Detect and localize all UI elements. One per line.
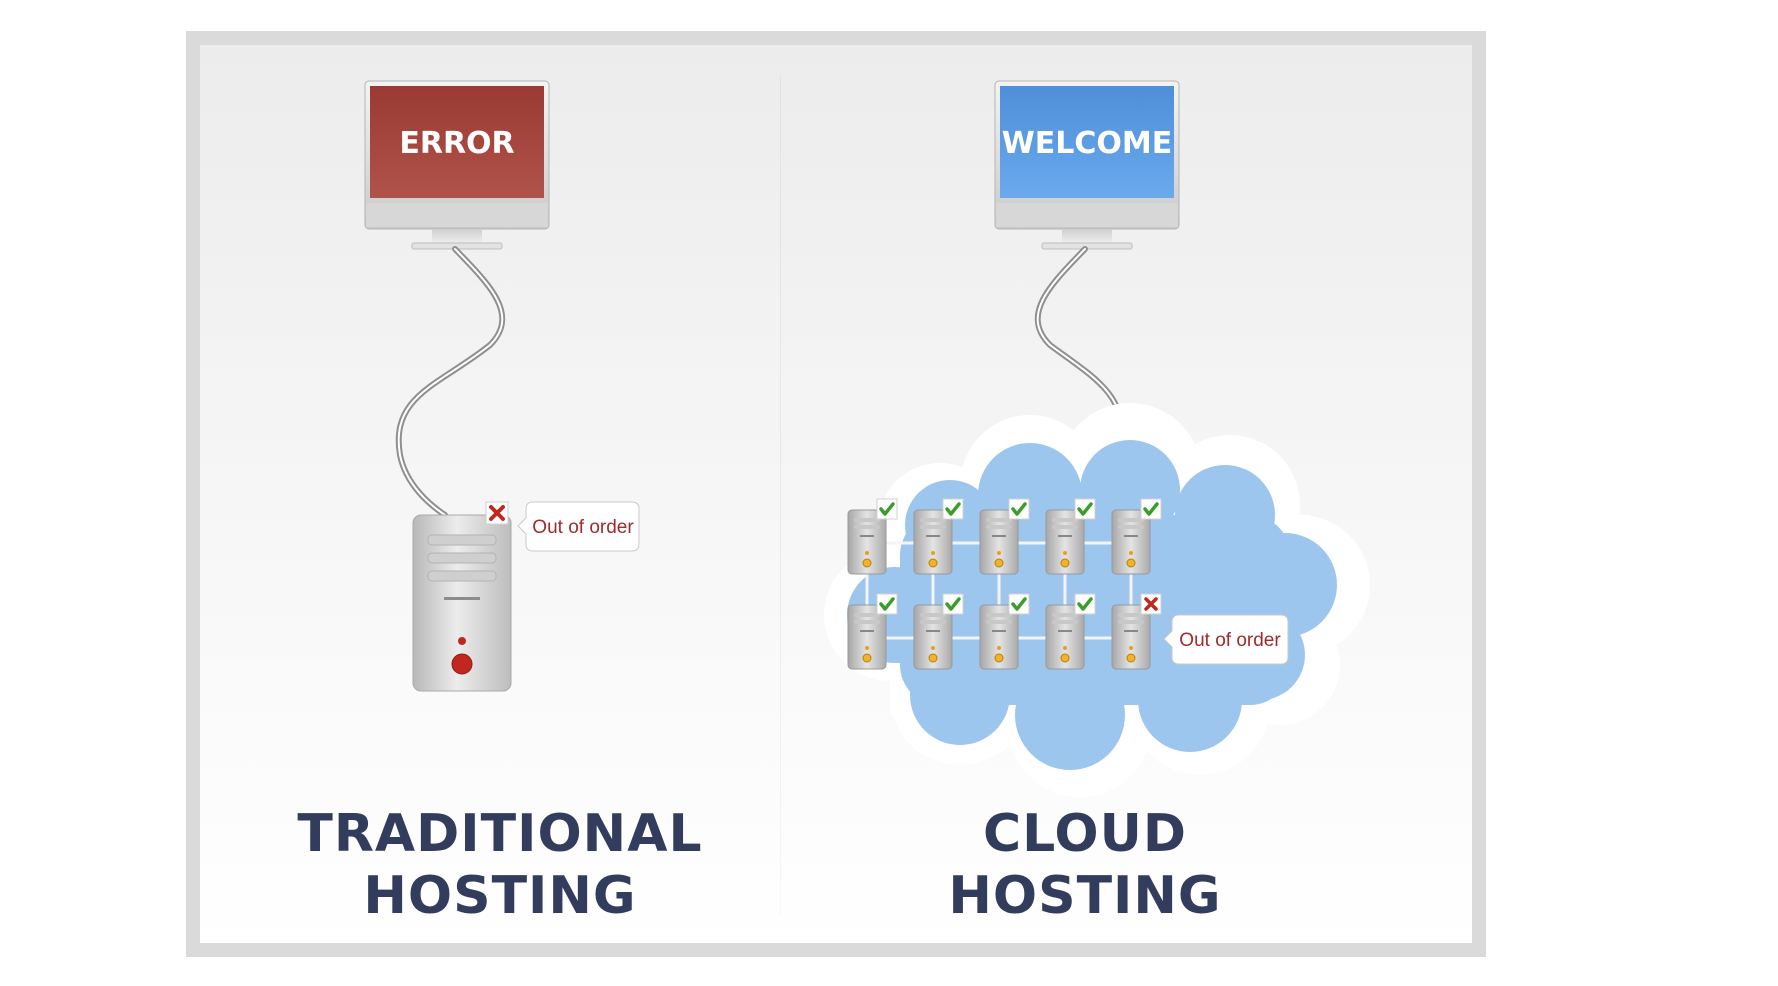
error-screen (370, 86, 544, 198)
traditional-callout-label: Out of order (532, 517, 634, 538)
cloud-title-line1: CLOUD (982, 804, 1188, 864)
cloud-server-online (1111, 498, 1162, 575)
red-x-icon (1140, 593, 1162, 615)
error-screen-text: ERROR (399, 126, 514, 161)
green-check-icon (942, 593, 964, 615)
green-check-icon (876, 593, 898, 615)
cloud-server-online (913, 498, 964, 575)
cloud-server-online (847, 593, 898, 670)
cloud-server-grid (847, 498, 1162, 670)
cloud-out-of-order-callout: Out of order (1163, 614, 1289, 665)
green-check-icon (1140, 498, 1162, 520)
green-check-icon (1074, 498, 1096, 520)
cloud-server-online (1045, 498, 1096, 575)
comparison-panel: ERROR Out of order (200, 45, 1472, 943)
green-check-icon (876, 498, 898, 520)
welcome-screen (1000, 86, 1174, 198)
traditional-title-line1: TRADITIONAL (297, 804, 703, 864)
cloud-monitor: WELCOME (994, 80, 1180, 250)
cloud-server-online (847, 498, 898, 575)
cloud-hosting-title: CLOUD HOSTING (785, 803, 1385, 927)
cloud-server-online (1045, 593, 1096, 670)
green-check-icon (1074, 593, 1096, 615)
traditional-server-tower (412, 514, 512, 692)
cloud-shape (824, 403, 1370, 797)
cloud-server-online (979, 498, 1030, 575)
diagram-frame: ERROR Out of order (186, 31, 1486, 957)
traditional-title-line2: HOSTING (363, 866, 637, 926)
green-check-icon (942, 498, 964, 520)
cloud-server-online (913, 593, 964, 670)
hosting-illustration: ERROR Out of order (364, 80, 1370, 797)
green-check-icon (1008, 593, 1030, 615)
green-check-icon (1008, 498, 1030, 520)
traditional-cable (395, 246, 506, 518)
cloud-callout-label: Out of order (1179, 630, 1281, 651)
cloud-title-line2: HOSTING (948, 866, 1222, 926)
traditional-monitor: ERROR (364, 80, 550, 250)
red-x-icon (485, 501, 509, 525)
cloud-server-failed (1111, 593, 1162, 670)
traditional-out-of-order-callout: Out of order (517, 501, 640, 552)
center-divider (780, 75, 781, 915)
welcome-screen-text: WELCOME (1002, 126, 1173, 161)
cloud-server-online (979, 593, 1030, 670)
traditional-hosting-title: TRADITIONAL HOSTING (200, 803, 800, 927)
